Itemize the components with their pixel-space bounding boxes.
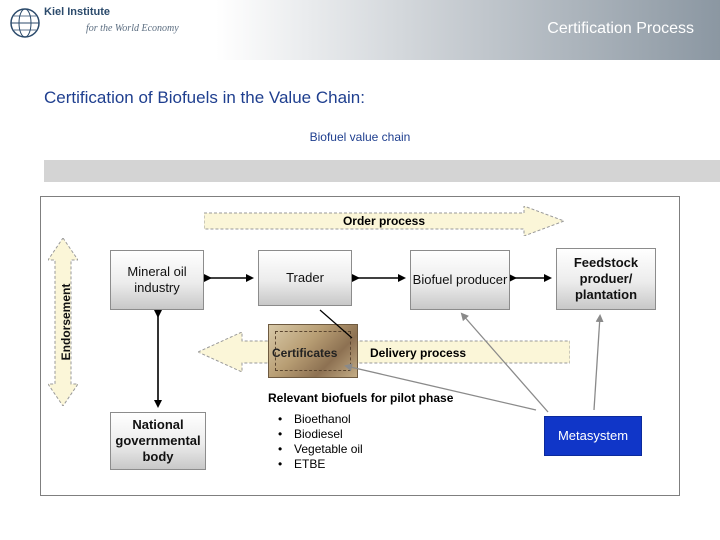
list-item: •Bioethanol bbox=[278, 412, 351, 426]
order-process-label: Order process bbox=[342, 214, 426, 228]
list-item: •Biodiesel bbox=[278, 427, 343, 441]
logo-name: Kiel Institute bbox=[44, 6, 111, 18]
gray-band bbox=[44, 160, 720, 182]
bullet-icon: • bbox=[278, 457, 283, 471]
endorsement-arrow bbox=[48, 238, 78, 406]
metasystem-box: Metasystem bbox=[544, 416, 642, 456]
trader-box: Trader bbox=[258, 250, 352, 306]
biofuel-producer-box: Biofuel producer bbox=[410, 250, 510, 310]
certificate-image bbox=[268, 324, 358, 378]
globe-logo-icon bbox=[10, 8, 40, 38]
relevant-biofuels-list: •Bioethanol •Biodiesel •Vegetable oil •E… bbox=[278, 412, 363, 472]
list-item: •Vegetable oil bbox=[278, 442, 363, 456]
delivery-process-label: Delivery process bbox=[370, 346, 467, 360]
header-band bbox=[0, 0, 720, 60]
national-governmental-body-box: National governmental body bbox=[110, 412, 206, 470]
slide-title: Certification of Biofuels in the Value C… bbox=[44, 88, 365, 107]
bullet-icon: • bbox=[278, 427, 283, 441]
mineral-oil-industry-box: Mineral oil industry bbox=[110, 250, 204, 310]
value-chain-subtitle: Biofuel value chain bbox=[309, 130, 411, 144]
order-process-arrow bbox=[204, 206, 564, 236]
bullet-icon: • bbox=[278, 412, 283, 426]
list-item: •ETBE bbox=[278, 457, 326, 471]
certificates-label: Certificates bbox=[272, 346, 338, 360]
header-title: Certification Process bbox=[547, 20, 694, 37]
feedstock-plantation-box: Feedstock produer/ plantation bbox=[556, 248, 656, 310]
relevant-biofuels-title: Relevant biofuels for pilot phase bbox=[268, 391, 454, 405]
logo-tagline: for the World Economy bbox=[86, 23, 179, 34]
bullet-icon: • bbox=[278, 442, 283, 456]
diagram-frame bbox=[40, 196, 680, 496]
